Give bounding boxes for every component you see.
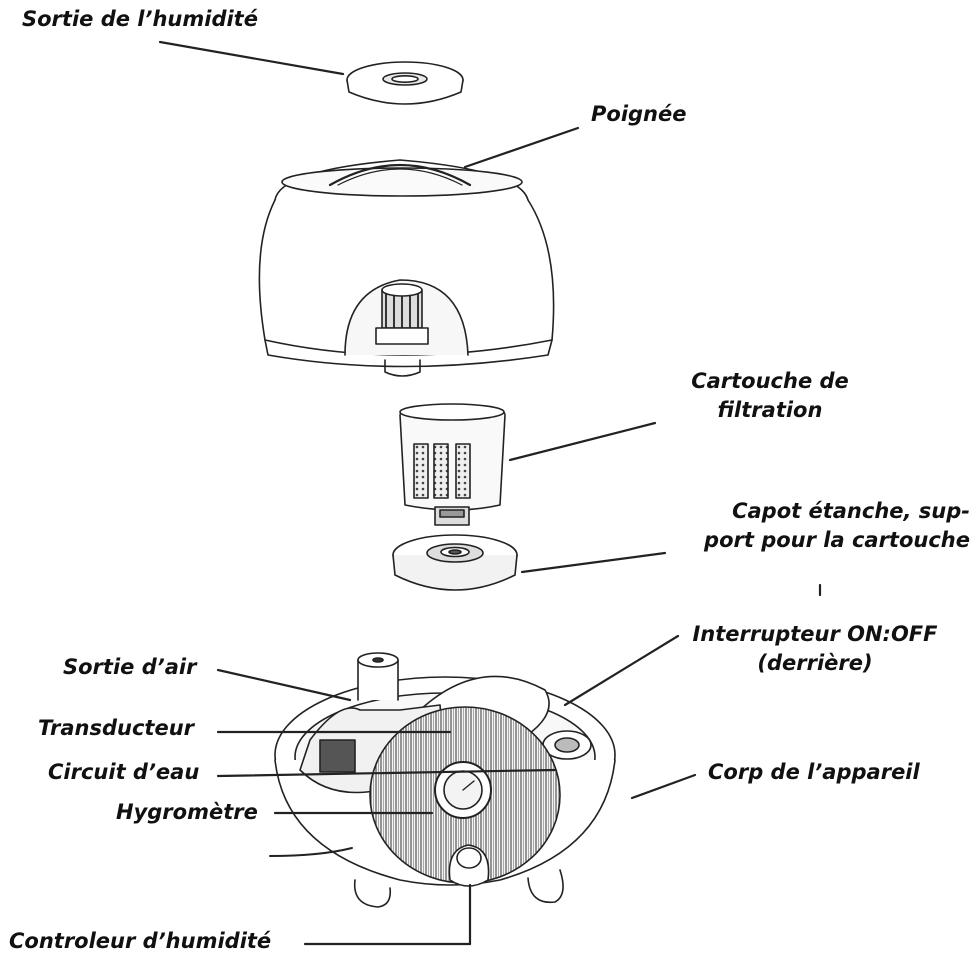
label-sealed-cap-line1: Capot étanche, sup- (732, 499, 970, 523)
sealed-cap (392, 534, 518, 591)
top-dome (258, 159, 555, 377)
label-sealed-cap: Capot étanche, sup- port pour la cartouc… (660, 497, 970, 555)
label-power-switch-line2: (derrière) (757, 651, 873, 675)
label-handle: Poignée (591, 102, 687, 126)
label-filter-cartridge-line1: Cartouche de (691, 369, 849, 393)
leader-filter-cartridge (508, 421, 657, 462)
leader-device-body (630, 773, 697, 800)
humidity-outlet-cap (346, 61, 464, 105)
label-power-switch: Interrupteur ON:OFF (derrière) (680, 620, 950, 678)
label-transducer: Transducteur (38, 716, 195, 740)
label-humidity-outlet: Sortie de l’humidité (22, 7, 258, 31)
leader-water-circuit (216, 768, 557, 778)
label-hygrometer: Hygromètre (116, 800, 258, 824)
label-filter-cartridge-line2: filtration (717, 398, 823, 422)
leader-handle (463, 126, 580, 169)
leader-power-switch (563, 634, 680, 707)
leader-humidity-outlet (158, 40, 345, 76)
base-body (269, 652, 616, 908)
label-filter-cartridge: Cartouche de filtration (670, 367, 870, 425)
label-sealed-cap-line2: port pour la cartouche (704, 528, 970, 552)
label-humidity-controller: Controleur d’humidité (9, 929, 272, 953)
label-device-body: Corp de l’appareil (708, 760, 920, 784)
label-air-outlet: Sortie d’air (63, 655, 197, 679)
leader-air-outlet (216, 668, 352, 702)
filter-cartridge (399, 403, 506, 526)
leader-sealed-cap (520, 551, 667, 574)
label-water-circuit: Circuit d’eau (48, 760, 200, 784)
label-power-switch-line1: Interrupteur ON:OFF (692, 622, 938, 646)
